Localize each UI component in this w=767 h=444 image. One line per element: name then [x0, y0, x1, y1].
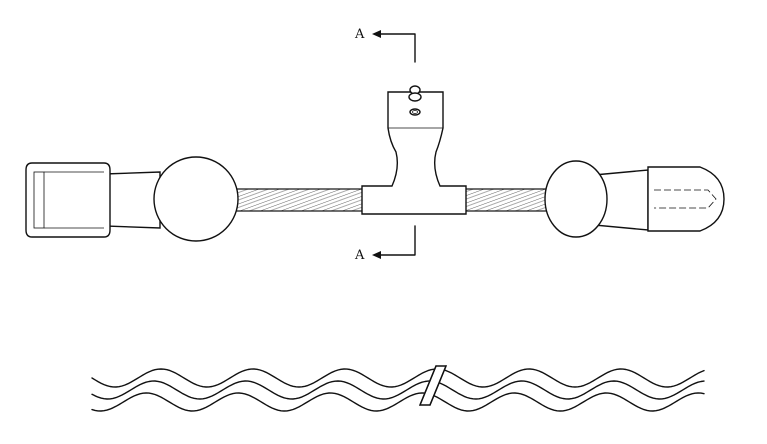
armor-rod-1 [91, 368, 705, 388]
bolt-washer [409, 108, 421, 116]
armor-rods [91, 365, 705, 412]
left-cap-face [33, 171, 45, 229]
section-line-top [377, 33, 416, 63]
left-sleeve [103, 171, 161, 229]
left-end-cap [25, 162, 111, 238]
clamp-body [361, 91, 467, 215]
break-mark-2 [429, 365, 447, 406]
left-ball-weight [153, 156, 239, 242]
section-arrow-bottom [372, 251, 381, 259]
cable-right-section [459, 188, 553, 212]
right-weight-assembly [544, 160, 725, 238]
center-clamp [361, 85, 467, 215]
bolt-hole [412, 110, 418, 114]
section-marker-top: A [354, 27, 416, 63]
section-line-bottom [377, 225, 416, 256]
armor-rod-3 [91, 392, 705, 412]
right-end-cap [647, 166, 725, 232]
cable-left-section [227, 188, 371, 212]
section-marker-bottom: A [354, 225, 416, 263]
right-cap-inner [654, 189, 717, 209]
bolt-nut [408, 92, 422, 102]
section-label-top: A [354, 27, 365, 42]
armor-rod-2 [91, 380, 705, 400]
left-weight-assembly [25, 156, 239, 242]
break-mark-1 [419, 365, 437, 406]
right-ball-weight [544, 160, 608, 238]
section-label-bottom: A [354, 248, 365, 263]
section-arrow-top [372, 30, 381, 38]
